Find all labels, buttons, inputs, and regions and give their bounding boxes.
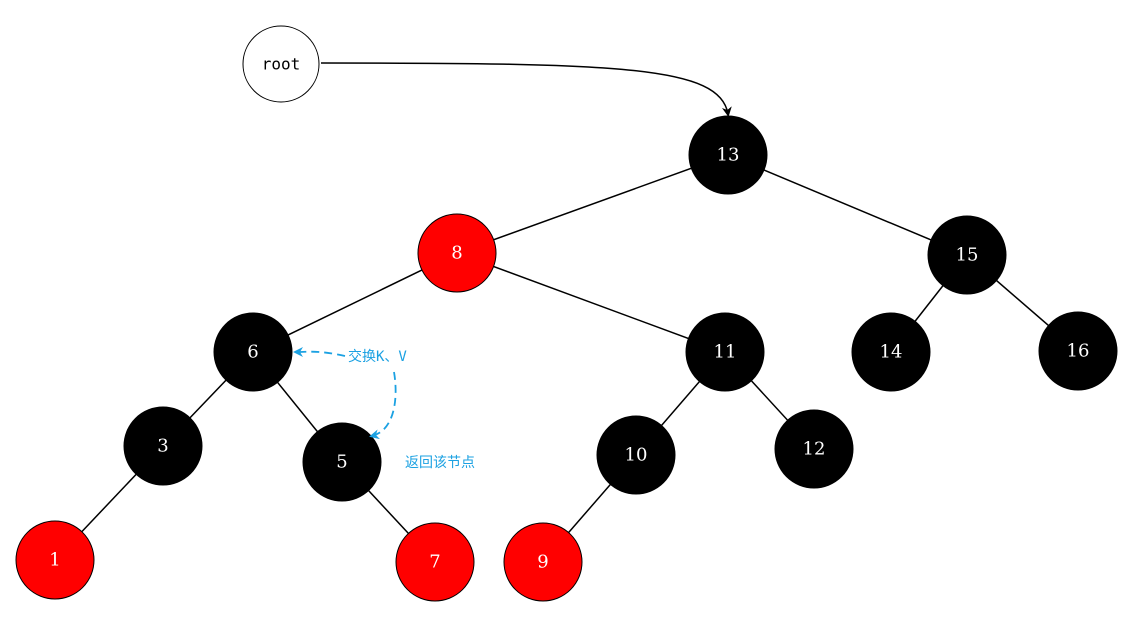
root-pointer-arrow [320, 62, 732, 117]
tree-nodes: 13 8 15 6 11 14 16 3 5 10 12 1 7 9 [15, 115, 1118, 602]
node-circle-1 [15, 520, 95, 600]
node-circle-12 [774, 409, 854, 489]
node-circle-5 [302, 422, 382, 502]
edge-13-15 [727, 154, 968, 256]
node-label-5: 5 [336, 452, 347, 473]
return-annotation: 返回该节点 [405, 455, 475, 471]
edge-13-8 [456, 154, 729, 254]
node-label-14: 14 [880, 342, 903, 363]
node-circle-7 [395, 522, 475, 602]
tree-node-13: 13 [688, 115, 768, 195]
return-arrow [369, 371, 397, 440]
node-label-13: 13 [717, 145, 740, 166]
swap-annotation: 交换K、V [348, 348, 407, 365]
node-circle-10 [596, 415, 676, 495]
node-label-9: 9 [537, 552, 548, 573]
node-circle-8 [417, 213, 497, 293]
tree-node-11: 11 [685, 312, 765, 392]
tree-node-14: 14 [851, 312, 931, 392]
tree-node-7: 7 [395, 522, 475, 602]
node-label-10: 10 [625, 445, 648, 466]
node-label-3: 3 [157, 436, 168, 457]
node-circle-6 [213, 312, 293, 392]
edge-8-11 [456, 252, 726, 353]
node-label-11: 11 [714, 342, 737, 363]
node-circle-9 [503, 522, 583, 602]
node-label-16: 16 [1067, 341, 1090, 362]
root-label: root [262, 55, 301, 74]
tree-node-16: 16 [1038, 311, 1118, 391]
tree-node-9: 9 [503, 522, 583, 602]
tree-node-15: 15 [927, 215, 1007, 295]
node-circle-16 [1038, 311, 1118, 391]
tree-node-8: 8 [417, 213, 497, 293]
tree-node-12: 12 [774, 409, 854, 489]
node-label-6: 6 [247, 342, 258, 363]
node-circle-15 [927, 215, 1007, 295]
swap-arrow [293, 346, 346, 357]
node-label-12: 12 [803, 439, 826, 460]
node-circle-14 [851, 312, 931, 392]
node-label-8: 8 [451, 243, 462, 264]
tree-node-5: 5 [302, 422, 382, 502]
node-circle-13 [688, 115, 768, 195]
node-circle-11 [685, 312, 765, 392]
node-label-1: 1 [49, 550, 60, 571]
tree-node-10: 10 [596, 415, 676, 495]
node-label-15: 15 [956, 245, 979, 266]
tree-node-3: 3 [123, 406, 203, 486]
tree-node-6: 6 [213, 312, 293, 392]
node-circle-3 [123, 406, 203, 486]
root-node: root [242, 25, 320, 103]
tree-node-1: 1 [15, 520, 95, 600]
node-label-7: 7 [429, 552, 440, 573]
